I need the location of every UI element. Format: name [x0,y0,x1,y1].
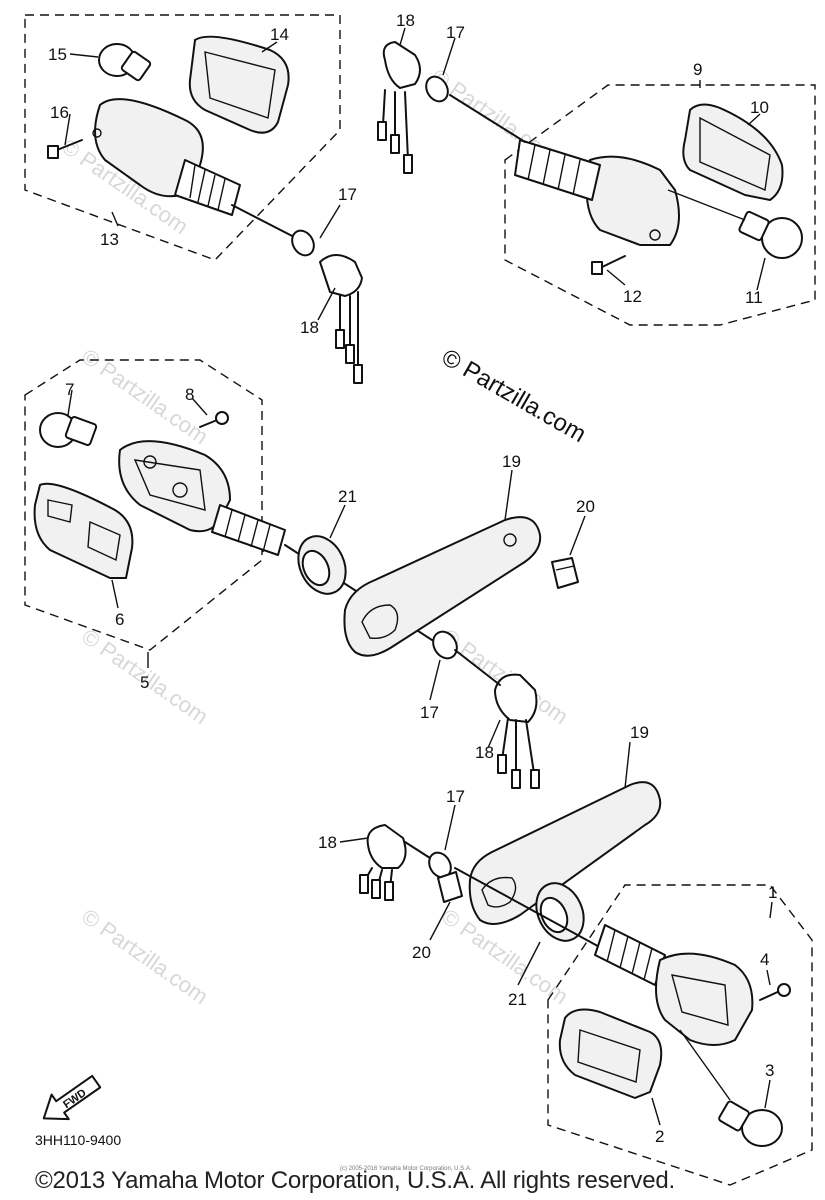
callout-4: 4 [760,950,769,969]
turn-signal-assembly-1 [547,884,813,1186]
turn-signal-assembly-9 [377,27,816,326]
callout-12: 12 [623,287,642,306]
callout-21: 21 [338,487,357,506]
callout-17: 17 [446,23,465,42]
callout-2: 2 [655,1127,664,1146]
callout-21: 21 [508,990,527,1009]
callout-labels: 1 2 3 4 5 6 7 8 9 10 11 12 13 14 15 16 1… [48,11,777,1146]
callout-13: 13 [100,230,119,249]
callout-16: 16 [50,103,69,122]
diagram-part-code: 3HH110-9400 [35,1132,121,1148]
callout-1: 1 [768,883,777,902]
callout-9: 9 [693,60,702,79]
callout-7: 7 [65,380,74,399]
bracket-assembly-lower [339,741,662,986]
callout-11: 11 [745,288,763,307]
callout-5: 5 [140,673,149,692]
callout-8: 8 [185,385,194,404]
callout-10: 10 [750,98,769,117]
callout-3: 3 [765,1061,774,1080]
fwd-arrow-icon: FWD [42,1074,102,1121]
turn-signal-assembly-13 [24,14,363,384]
copyright-footer: ©2013 Yamaha Motor Corporation, U.S.A. A… [35,1167,675,1194]
partzilla-watermark: © Partzilla.com [437,344,591,448]
callout-20: 20 [576,497,595,516]
turn-signal-assembly-5 [24,359,433,668]
callout-18: 18 [475,743,494,762]
callout-15: 15 [48,45,67,64]
callout-19: 19 [502,452,521,471]
callout-18: 18 [318,833,337,852]
tiny-copyright: (c) 2005-2016 Yamaha Motor Corporation, … [340,1166,472,1172]
bracket-assembly-upper [297,469,586,789]
callout-6: 6 [115,610,124,629]
callout-17: 17 [338,185,357,204]
watermark: © Partzilla.com [77,904,213,1010]
callout-19: 19 [630,723,649,742]
callout-18: 18 [396,11,415,30]
callout-17: 17 [420,703,439,722]
callout-18: 18 [300,318,319,337]
callout-20: 20 [412,943,431,962]
callout-14: 14 [270,25,289,44]
callout-17: 17 [446,787,465,806]
